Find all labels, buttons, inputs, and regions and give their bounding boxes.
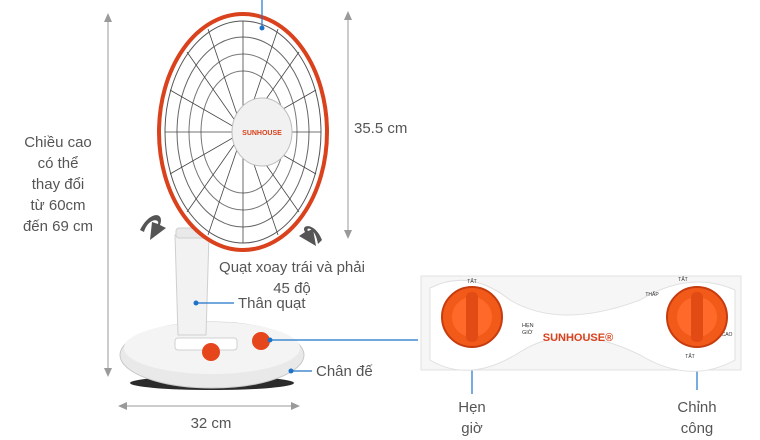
fan-head-drawing: SUNHOUSE: [157, 12, 329, 252]
fan-base-label: Chân đế: [316, 363, 373, 380]
fan-base-drawing: [119, 321, 305, 390]
dimension-lines: [104, 11, 352, 410]
rotation-arrows: [140, 215, 322, 246]
base-width-label: 32 cm: [190, 415, 232, 432]
height-line: từ 60cm: [30, 197, 86, 214]
rotation-line: Quạt xoay trái và phải: [219, 259, 365, 276]
speed-knob-label: Chỉnh công: [662, 397, 732, 439]
panel-tick: CAO: [722, 332, 733, 338]
rotation-line: 45 độ: [273, 280, 311, 297]
control-panel-drawing: TẮT TẮT TẮT CAO THẤP SUNHOUSE® HẸN GIỜ: [420, 275, 742, 372]
fan-body-label: Thân quạt: [238, 295, 306, 312]
fan-stand-drawing: [174, 227, 211, 336]
panel-tick: TẮT: [685, 352, 694, 360]
height-line: Chiều cao: [24, 134, 92, 151]
fan-head-height-label: 35.5 cm: [354, 120, 408, 137]
timer-knob-label: Hẹn giờ: [442, 397, 502, 439]
rotation-label: Quạt xoay trái và phải 45 độ: [212, 257, 372, 299]
speed-line: Chỉnh: [677, 399, 717, 416]
height-line: đến 69 cm: [22, 218, 94, 235]
speed-line: công: [680, 420, 714, 437]
height-line: có thể: [37, 155, 79, 172]
height-range-label: Chiều cao có thể thay đổi từ 60cm đến 69…: [18, 132, 98, 237]
timer-line: Hẹn: [458, 399, 486, 416]
timer-line: giờ: [461, 420, 483, 437]
panel-tick: TẮT: [678, 275, 687, 283]
panel-timer-caption: HẸN: [522, 323, 534, 329]
panel-timer-caption: GIỜ: [522, 329, 533, 336]
panel-tick: THẤP: [645, 291, 659, 298]
height-line: thay đổi: [31, 176, 85, 193]
panel-brand-logo: SUNHOUSE®: [543, 332, 613, 344]
hub-logo: SUNHOUSE: [242, 130, 282, 137]
panel-tick: TẮT: [467, 277, 476, 285]
